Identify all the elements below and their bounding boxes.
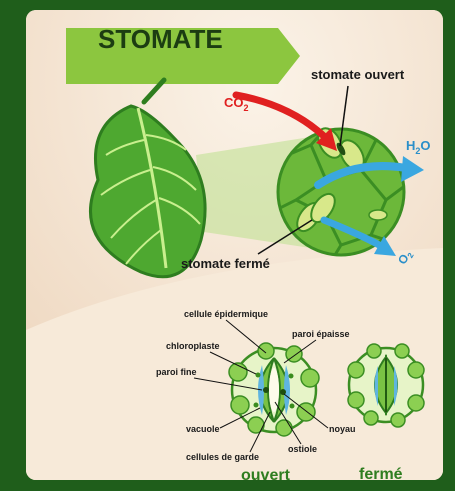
label-closed-stoma: stomate fermé <box>181 256 270 271</box>
label-thick-wall: paroi épaisse <box>292 329 350 339</box>
label-thin-wall: paroi fine <box>156 367 197 377</box>
label-guard-cells: cellules de garde <box>186 452 259 462</box>
title-text: STOMATE <box>98 24 223 54</box>
label-nucleus: noyau <box>329 424 356 434</box>
label-ostiole: ostiole <box>288 444 317 454</box>
caption-closed: fermé <box>359 466 403 480</box>
stomate-diagram: STOMATE CO2 H2O O2 stomate ou <box>26 10 443 480</box>
label-epidermal-cell: cellule épidermique <box>184 309 268 319</box>
caption-open: ouvert <box>241 467 291 480</box>
diagram-card: STOMATE CO2 H2O O2 stomate ou <box>26 10 443 480</box>
label-chloroplast: chloroplaste <box>166 341 220 351</box>
label-open-stoma: stomate ouvert <box>311 67 405 82</box>
label-vacuole: vacuole <box>186 424 220 434</box>
